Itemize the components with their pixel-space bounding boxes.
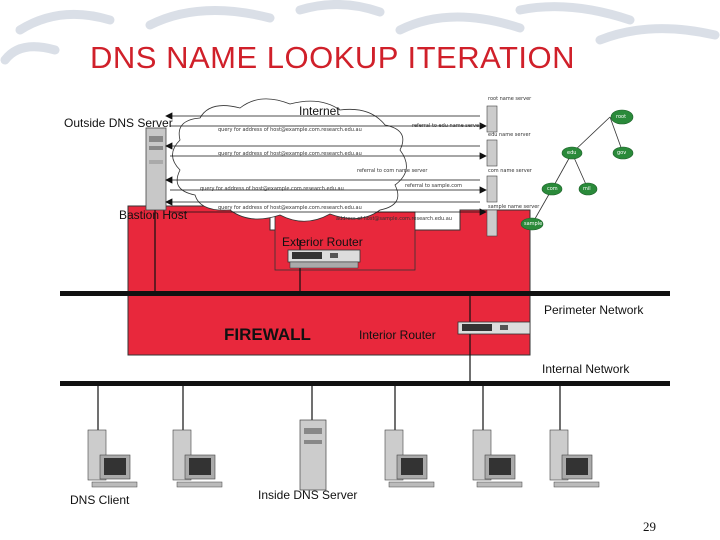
message-query-4: query for address of host@example.com.re… bbox=[218, 205, 362, 211]
inside-dns-label: Inside DNS Server bbox=[258, 488, 358, 502]
dns-client-pc bbox=[87, 429, 138, 488]
tree-label-edu: edu bbox=[567, 150, 577, 156]
tree-node-edu bbox=[561, 146, 583, 160]
sample-server bbox=[486, 209, 498, 237]
root-server-label: root name server bbox=[488, 96, 532, 102]
message-referral-3: referral to sample.com bbox=[405, 183, 462, 189]
dns-client-label: DNS Client bbox=[70, 493, 130, 507]
internet-label: Internet bbox=[299, 104, 340, 118]
internet-cloud bbox=[172, 98, 407, 222]
tree-node-com bbox=[541, 182, 563, 196]
tree-node-gov bbox=[612, 146, 634, 160]
page-number: 29 bbox=[643, 519, 656, 534]
tree-label-gov: gov bbox=[617, 150, 627, 156]
tree-label-sample: sample bbox=[524, 221, 543, 227]
message-referral-2: referral to com name server bbox=[357, 168, 428, 174]
message-query-1: query for address of host@example.com.re… bbox=[218, 127, 362, 133]
tree-label-root: root bbox=[616, 114, 627, 120]
perimeter-network-bar bbox=[60, 291, 670, 296]
pc-3 bbox=[384, 429, 435, 488]
message-referral-1: referral to edu name server bbox=[412, 123, 482, 129]
tree-node-root bbox=[610, 109, 634, 125]
exterior-router-device bbox=[287, 249, 361, 269]
root-server bbox=[486, 105, 498, 133]
sample-server-label: sample name server bbox=[488, 204, 540, 210]
outside-dns-label: Outside DNS Server bbox=[64, 116, 173, 130]
outside-dns-tower bbox=[145, 127, 167, 211]
edu-server bbox=[486, 139, 498, 167]
perimeter-network-label: Perimeter Network bbox=[544, 303, 644, 317]
edu-server-label: edu name server bbox=[488, 132, 531, 138]
tree-label-mil: mil bbox=[583, 186, 591, 192]
internal-network-bar bbox=[60, 381, 670, 386]
inside-dns-server-tower bbox=[299, 419, 327, 491]
com-server-label: com name server bbox=[488, 168, 532, 174]
interior-router-device bbox=[457, 321, 531, 335]
firewall-label: FIREWALL bbox=[224, 325, 311, 344]
page-title: DNS NAME LOOKUP ITERATION bbox=[90, 40, 576, 75]
interior-router-label: Interior Router bbox=[359, 328, 436, 342]
bastion-label: Bastion Host bbox=[119, 208, 188, 222]
tree-node-sample bbox=[520, 217, 544, 231]
message-query-2: query for address of host@example.com.re… bbox=[218, 151, 362, 157]
com-server bbox=[486, 175, 498, 203]
message-referral-4: address of host@sample.com.research.edu.… bbox=[336, 216, 452, 222]
pc-5 bbox=[549, 429, 600, 488]
exterior-router-label: Exterior Router bbox=[282, 235, 363, 249]
pc-4 bbox=[472, 429, 523, 488]
pc-2 bbox=[172, 429, 223, 488]
tree-label-com: com bbox=[547, 186, 558, 192]
message-query-3: query for address of host@example.com.re… bbox=[200, 186, 344, 192]
tree-node-mil bbox=[578, 182, 598, 196]
internal-network-label: Internal Network bbox=[542, 362, 630, 376]
